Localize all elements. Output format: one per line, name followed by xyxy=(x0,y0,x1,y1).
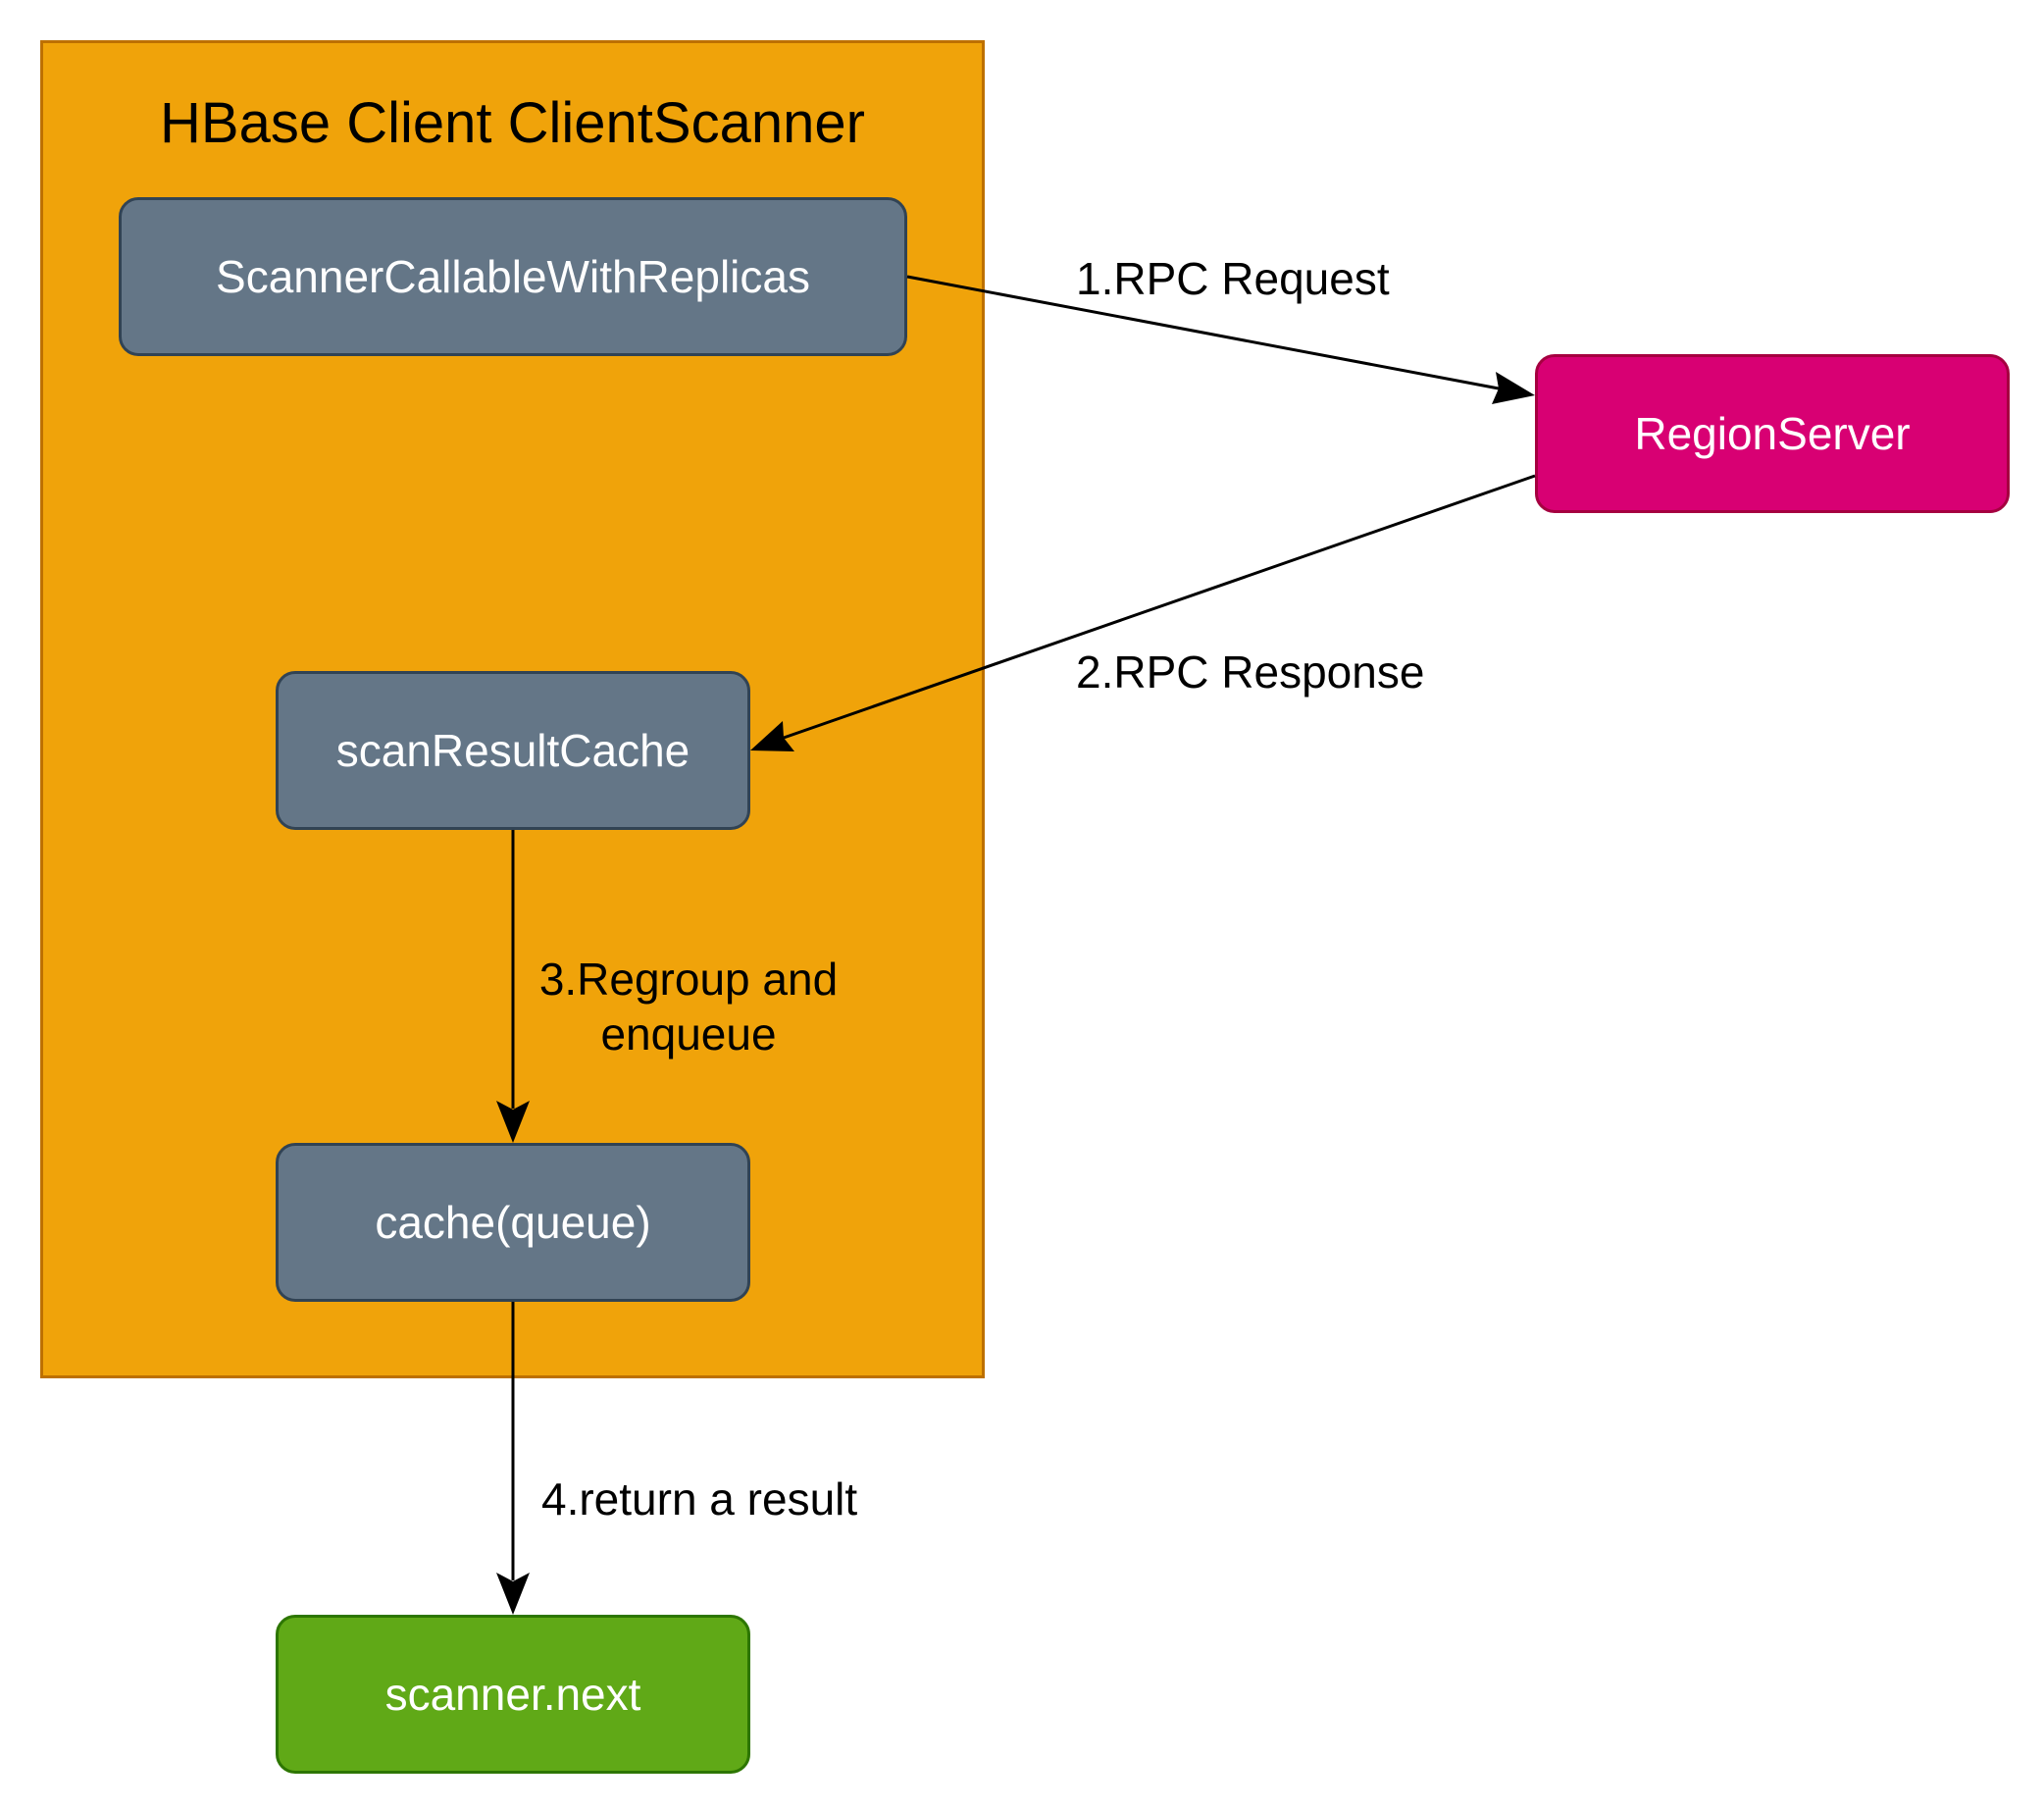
regroup-label-line2: enqueue xyxy=(600,1008,777,1060)
scanner-callable-node[interactable]: ScannerCallableWithReplicas xyxy=(119,197,907,356)
scanner-next-node[interactable]: scanner.next xyxy=(276,1615,750,1774)
regroup-label-line1: 3.Regroup and xyxy=(538,954,839,1005)
region-server-node[interactable]: RegionServer xyxy=(1535,354,2010,513)
rpc-request-edge xyxy=(906,275,1500,390)
container-title: HBase Client ClientScanner xyxy=(160,91,865,155)
return-result-label: 4.return a result xyxy=(541,1473,858,1525)
regroup-arrowhead xyxy=(496,1101,530,1143)
rpc-request-arrowhead xyxy=(1492,372,1535,404)
regroup-label: 3.Regroup and enqueue xyxy=(522,952,855,1061)
return-arrowhead xyxy=(496,1573,530,1615)
rpc-response-arrowhead xyxy=(750,721,794,751)
scan-result-cache-node[interactable]: scanResultCache xyxy=(276,671,750,830)
rpc-request-label: 1.RPC Request xyxy=(1076,253,1390,304)
rpc-response-label: 2.RPC Response xyxy=(1076,646,1425,698)
rpc-response-edge xyxy=(783,474,1536,740)
cache-queue-node[interactable]: cache(queue) xyxy=(276,1143,750,1302)
